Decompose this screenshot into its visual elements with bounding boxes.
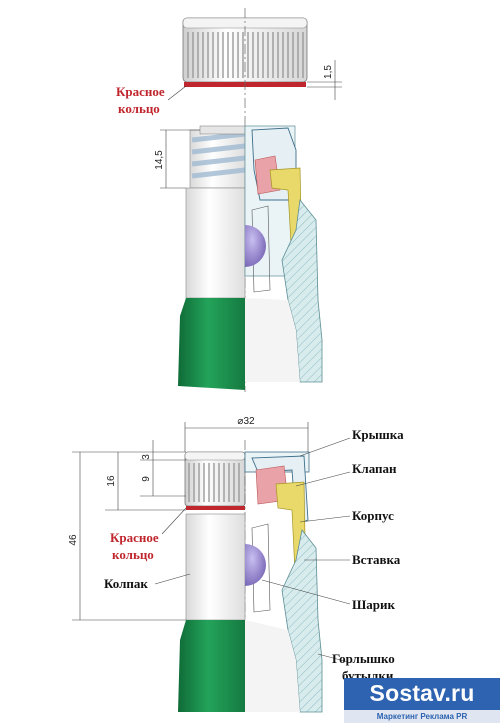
green-bottle-top-left [178, 298, 245, 390]
badge-subtitle: Маркетинг Реклама PR [344, 710, 500, 723]
cap-ribs [187, 32, 304, 78]
dim-cap-parts: 3 9 16 [105, 440, 186, 511]
leader-cap [299, 437, 351, 457]
body-label: Корпус [352, 508, 394, 523]
insert-label: Вставка [352, 552, 401, 567]
dim-cap-3: 3 [141, 454, 152, 460]
leader-valve [295, 471, 351, 487]
red-ring-top-label-2: кольцо [118, 101, 160, 116]
dim-ring-thickness-text: 1,5 [323, 65, 334, 79]
leader-collar [154, 573, 191, 585]
ball-label: Шарик [352, 597, 395, 612]
top-assembly: 1,5 14,5 Красное кольцо [116, 8, 342, 392]
leader-red-ring-bottom [161, 507, 187, 535]
valve-label: Клапан [352, 461, 397, 476]
collar-label: Колпак [104, 576, 148, 591]
green-bottle-bottom-left [178, 620, 245, 712]
sostav-badge[interactable]: Sostav.ru Маркетинг Реклама PR [344, 678, 500, 723]
dim-total: 46 [68, 451, 186, 621]
cross-section-top [244, 125, 323, 383]
leader-red-ring-top [167, 85, 187, 101]
dim-ring-thickness: 1,5 [307, 60, 342, 100]
dim-cap-16: 16 [106, 475, 117, 487]
bottom-assembly: ⌀32 [68, 416, 404, 713]
cap-ribs [188, 463, 240, 502]
leader-ball [261, 579, 351, 605]
red-ring-bottom [186, 506, 245, 510]
dim-diameter: ⌀32 [184, 416, 309, 452]
red-ring-top-label-1: Красное [116, 84, 165, 99]
dim-thread-height-text: 14,5 [154, 150, 165, 170]
cap-bottom [184, 451, 246, 507]
badge-title: Sostav.ru [369, 680, 475, 706]
cross-section-bottom [244, 451, 323, 713]
body-bottom-left [185, 513, 246, 621]
body-top-left [185, 187, 246, 299]
dim-cap-9: 9 [141, 476, 152, 482]
dim-diameter-text: ⌀32 [237, 416, 255, 427]
leader-body [299, 515, 351, 523]
cap-label: Крышка [352, 427, 404, 442]
red-ring-bottom-label-2: кольцо [112, 547, 154, 562]
dim-total-46: 46 [68, 534, 79, 546]
leader-neck [317, 653, 349, 663]
neck-label-1: Горлышко [332, 651, 395, 666]
thread-neck-top [189, 125, 246, 189]
dim-thread-height: 14,5 [154, 129, 200, 189]
red-ring-bottom-label-1: Красное [110, 530, 159, 545]
